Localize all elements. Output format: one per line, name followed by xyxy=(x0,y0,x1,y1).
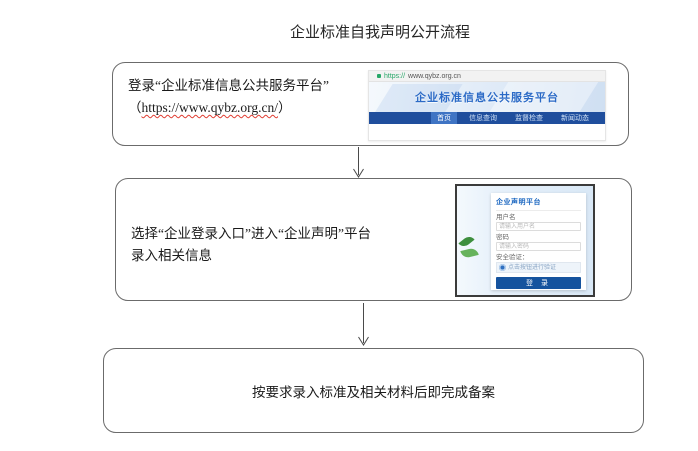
site-banner: 企业标准信息公共服务平台 xyxy=(369,82,605,112)
site-nav-bar: 首页 信息查询 监督检查 新闻动态 xyxy=(369,112,605,124)
site-body-area xyxy=(369,124,605,140)
password-input: 请输入密码 xyxy=(496,242,581,252)
step1-line2: （https://www.qybz.org.cn/） xyxy=(128,100,292,115)
captcha-label: 安全验证： xyxy=(496,254,529,262)
https-lock-icon xyxy=(377,74,381,78)
step1-box: 登录“企业标准信息公共服务平台” （https://www.qybz.org.c… xyxy=(112,62,629,146)
platform-url: https://www.qybz.org.cn/ xyxy=(141,100,279,115)
nav-item-news: 新闻动态 xyxy=(561,114,589,122)
login-screenshot: 企业声明平台 用户名 请输入用户名 密码 请输入密码 安全验证： 点击按钮进行验… xyxy=(455,184,595,297)
login-card: 企业声明平台 用户名 请输入用户名 密码 请输入密码 安全验证： 点击按钮进行验… xyxy=(491,193,586,290)
flowchart-title: 企业标准自我声明公开流程 xyxy=(289,25,470,41)
nav-item-info-query: 信息查询 xyxy=(469,114,497,122)
captcha-widget: 点击按钮进行验证 xyxy=(496,262,581,274)
step2-text: 选择“企业登录入口”进入“企业声明”平台 录入相关信息 xyxy=(131,223,371,267)
password-label: 密码 xyxy=(496,234,509,242)
browser-address-bar: https:// www.qybz.org.cn xyxy=(369,71,605,82)
step3-box: 按要求录入标准及相关材料后即完成备案 xyxy=(103,348,644,433)
site-banner-title: 企业标准信息公共服务平台 xyxy=(415,92,559,104)
step3-text: 按要求录入标准及相关材料后即完成备案 xyxy=(252,384,495,400)
flow-arrow-2 xyxy=(358,303,369,346)
step2-line2: 录入相关信息 xyxy=(131,248,212,263)
leaf-icon xyxy=(458,234,475,249)
login-card-title: 企业声明平台 xyxy=(496,197,581,211)
username-input: 请输入用户名 xyxy=(496,222,581,232)
captcha-shield-icon xyxy=(499,264,506,272)
flow-arrow-1 xyxy=(353,147,364,178)
username-label: 用户名 xyxy=(496,214,516,221)
address-host: www.qybz.org.cn xyxy=(408,72,461,80)
step2-box: 选择“企业登录入口”进入“企业声明”平台 录入相关信息 企业声明平台 用户名 请… xyxy=(115,178,632,301)
leaf-icon xyxy=(460,247,479,259)
step1-line1: 登录“企业标准信息公共服务平台” xyxy=(128,78,329,93)
step1-text: 登录“企业标准信息公共服务平台” （https://www.qybz.org.c… xyxy=(128,75,329,119)
login-button: 登 录 xyxy=(496,277,581,290)
captcha-hint: 点击按钮进行验证 xyxy=(508,264,557,271)
nav-item-home: 首页 xyxy=(431,112,457,124)
step2-line1: 选择“企业登录入口”进入“企业声明”平台 xyxy=(131,226,371,241)
website-screenshot: https:// www.qybz.org.cn 企业标准信息公共服务平台 首页… xyxy=(368,70,606,141)
nav-item-supervision: 监督检查 xyxy=(515,114,543,122)
address-protocol: https:// xyxy=(384,72,406,80)
